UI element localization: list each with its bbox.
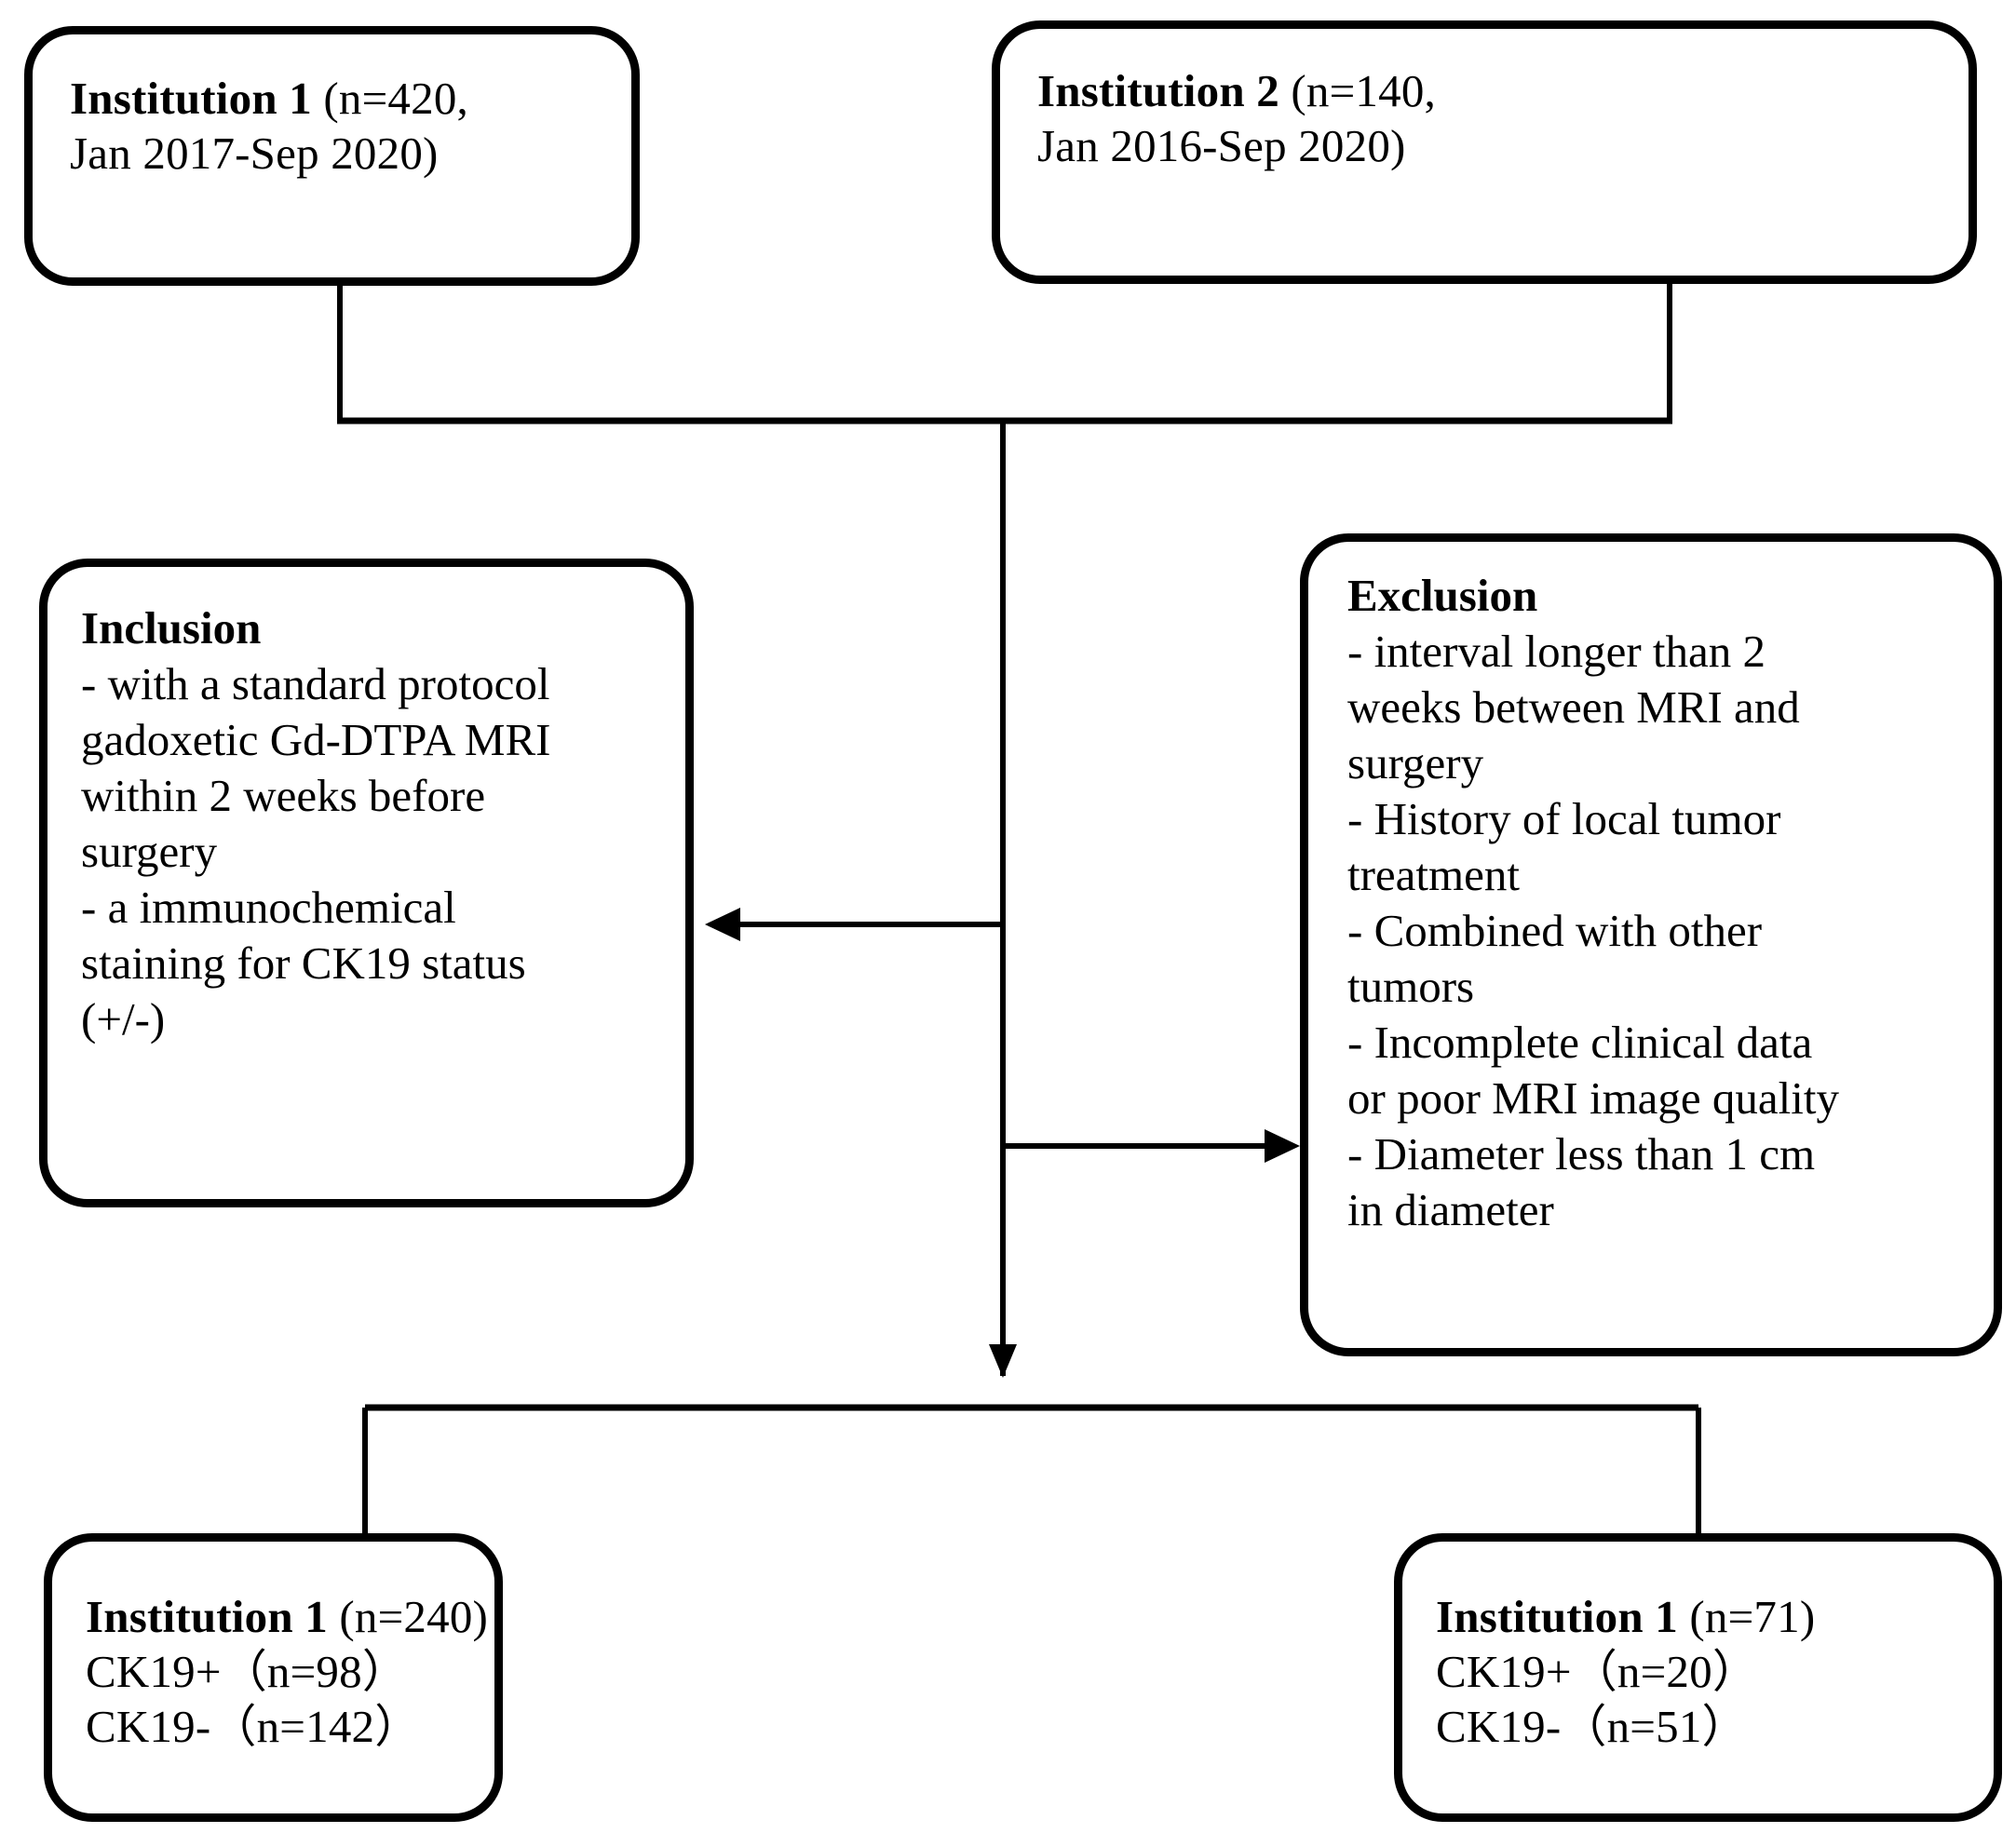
institution1-top-count: (n=420, [311,73,468,124]
exclusion-item-line: surgery [1347,736,1484,788]
exclusion-item-line: in diameter [1347,1183,1554,1235]
node-institution1-result-right[interactable]: Institution 1 (n=71) CK19+（n=20） CK19-（n… [1394,1533,2002,1822]
institution1-result-right-label: Institution 1 [1436,1591,1678,1642]
institution1-top-line1: Institution 1 (n=420, [70,72,611,127]
exclusion-item-line: tumors [1347,960,1475,1012]
inclusion-item-line: staining for CK19 status [81,937,526,989]
node-institution1-top-body: Institution 1 (n=420, Jan 2017-Sep 2020) [70,72,611,182]
split-bus-wire [362,1404,1701,1536]
institution1-result-right-ck19-positive: CK19+（n=20） [1436,1645,1759,1697]
inclusion-arrow-wire [705,908,1003,941]
inclusion-heading: Inclusion [81,602,262,654]
node-inclusion-body: Inclusion - with a standard protocol gad… [81,600,667,1047]
institution2-top-line1: Institution 2 (n=140, [1037,64,1948,119]
institution2-top-count: (n=140, [1279,65,1436,116]
inclusion-item-line: surgery [81,825,218,877]
node-institution2-top-body: Institution 2 (n=140, Jan 2016-Sep 2020) [1037,64,1948,174]
institution1-top-label: Institution 1 [70,73,312,124]
institution1-result-right-ck19-negative: CK19-（n=51） [1436,1700,1748,1752]
node-inclusion[interactable]: Inclusion - with a standard protocol gad… [39,559,694,1207]
inclusion-item-line: gadoxetic Gd-DTPA MRI [81,713,551,765]
node-institution1-result-left-body: Institution 1 (n=240) CK19+（n=98） CK19-（… [86,1590,488,1754]
inclusion-item-line: - a immunochemical [81,881,456,933]
institution1-top-line2: Jan 2017-Sep 2020) [70,127,439,179]
exclusion-item-line: treatment [1347,848,1521,900]
exclusion-item-line: - History of local tumor [1347,792,1781,844]
inclusion-item-line: - with a standard protocol [81,657,550,709]
merge-bus-wire [337,284,1672,425]
exclusion-item-line: - Incomplete clinical data [1347,1016,1813,1068]
exclusion-item-line: - Diameter less than 1 cm [1347,1127,1816,1179]
institution1-result-left-line1: Institution 1 (n=240) [86,1590,488,1645]
node-exclusion-body: Exclusion - interval longer than 2 weeks… [1347,568,1977,1238]
institution1-result-left-ck19-negative: CK19-（n=142） [86,1700,421,1752]
inclusion-item-line: within 2 weeks before [81,769,486,821]
exclusion-item-line: or poor MRI image quality [1347,1071,1840,1124]
exclusion-arrow-wire [1003,1129,1300,1163]
institution1-result-right-line1: Institution 1 (n=71) [1436,1590,1973,1645]
inclusion-item-line: (+/-) [81,992,166,1045]
node-institution1-result-left[interactable]: Institution 1 (n=240) CK19+（n=98） CK19-（… [44,1533,503,1822]
exclusion-item-line: - interval longer than 2 [1347,625,1766,677]
node-exclusion[interactable]: Exclusion - interval longer than 2 weeks… [1300,533,2002,1356]
exclusion-item-line: - Combined with other [1347,904,1763,956]
node-institution1-result-right-body: Institution 1 (n=71) CK19+（n=20） CK19-（n… [1436,1590,1973,1754]
institution2-top-line2: Jan 2016-Sep 2020) [1037,119,1406,171]
exclusion-item-line: weeks between MRI and [1347,681,1800,733]
institution1-result-left-ck19-positive: CK19+（n=98） [86,1645,409,1697]
institution2-top-label: Institution 2 [1037,65,1279,116]
institution1-result-right-count: (n=71) [1677,1591,1816,1642]
node-institution1-top[interactable]: Institution 1 (n=420, Jan 2017-Sep 2020) [24,26,640,286]
exclusion-heading: Exclusion [1347,570,1538,621]
institution1-result-left-label: Institution 1 [86,1591,328,1642]
institution1-result-left-count: (n=240) [327,1591,489,1642]
node-institution2-top[interactable]: Institution 2 (n=140, Jan 2016-Sep 2020) [992,20,1977,284]
